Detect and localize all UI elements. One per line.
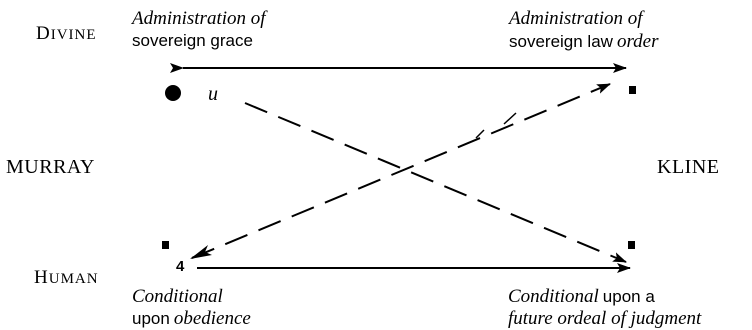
divine-rest: IVINE [50,27,97,43]
bottom-left-line2-plain: upon [132,309,170,328]
bottom-left-line2-italic: obedience [173,308,251,329]
mark-top-right [629,86,636,94]
top-right-line1: Administration of [509,8,643,29]
mark-u: u [208,83,218,105]
bottom-right-line1: Conditional upon a [508,287,655,306]
bottom-right-line2: future ordeal of judgment [508,308,702,329]
human-initial: H [34,267,49,288]
dashed-arrow-grace-to-judgment [244,102,627,263]
dashed-arrow-obedience-to-law [191,83,611,259]
stray-mark-1 [475,129,485,139]
name-murray: MURRAY [6,156,95,178]
bottom-right-line1-plain: upon a [602,287,655,306]
grace-dot [165,85,181,101]
human-rest: UMAN [48,271,99,287]
mark-four: 4 [176,258,185,275]
row-label-human: HUMAN [34,268,99,287]
divine-initial: D [36,23,51,44]
mark-bottom-left [162,241,169,249]
name-kline: KLINE [657,156,720,178]
bottom-left-line2: upon obedience [132,309,251,328]
bottom-left-line1: Conditional [132,286,223,307]
top-left-line1: Administration of [132,8,266,29]
mark-bottom-right [628,241,635,249]
top-right-line2: sovereign law order [509,32,658,51]
row-label-divine: DIVINE [36,24,97,43]
top-right-line2-italic: order [616,31,659,52]
arrowhead-bottom-left [190,245,212,259]
top-left-line2: sovereign grace [132,31,253,50]
stray-mark-2 [503,112,517,125]
top-right-line2-plain: sovereign law [509,32,613,51]
bottom-right-line1-italic: Conditional [508,286,599,307]
